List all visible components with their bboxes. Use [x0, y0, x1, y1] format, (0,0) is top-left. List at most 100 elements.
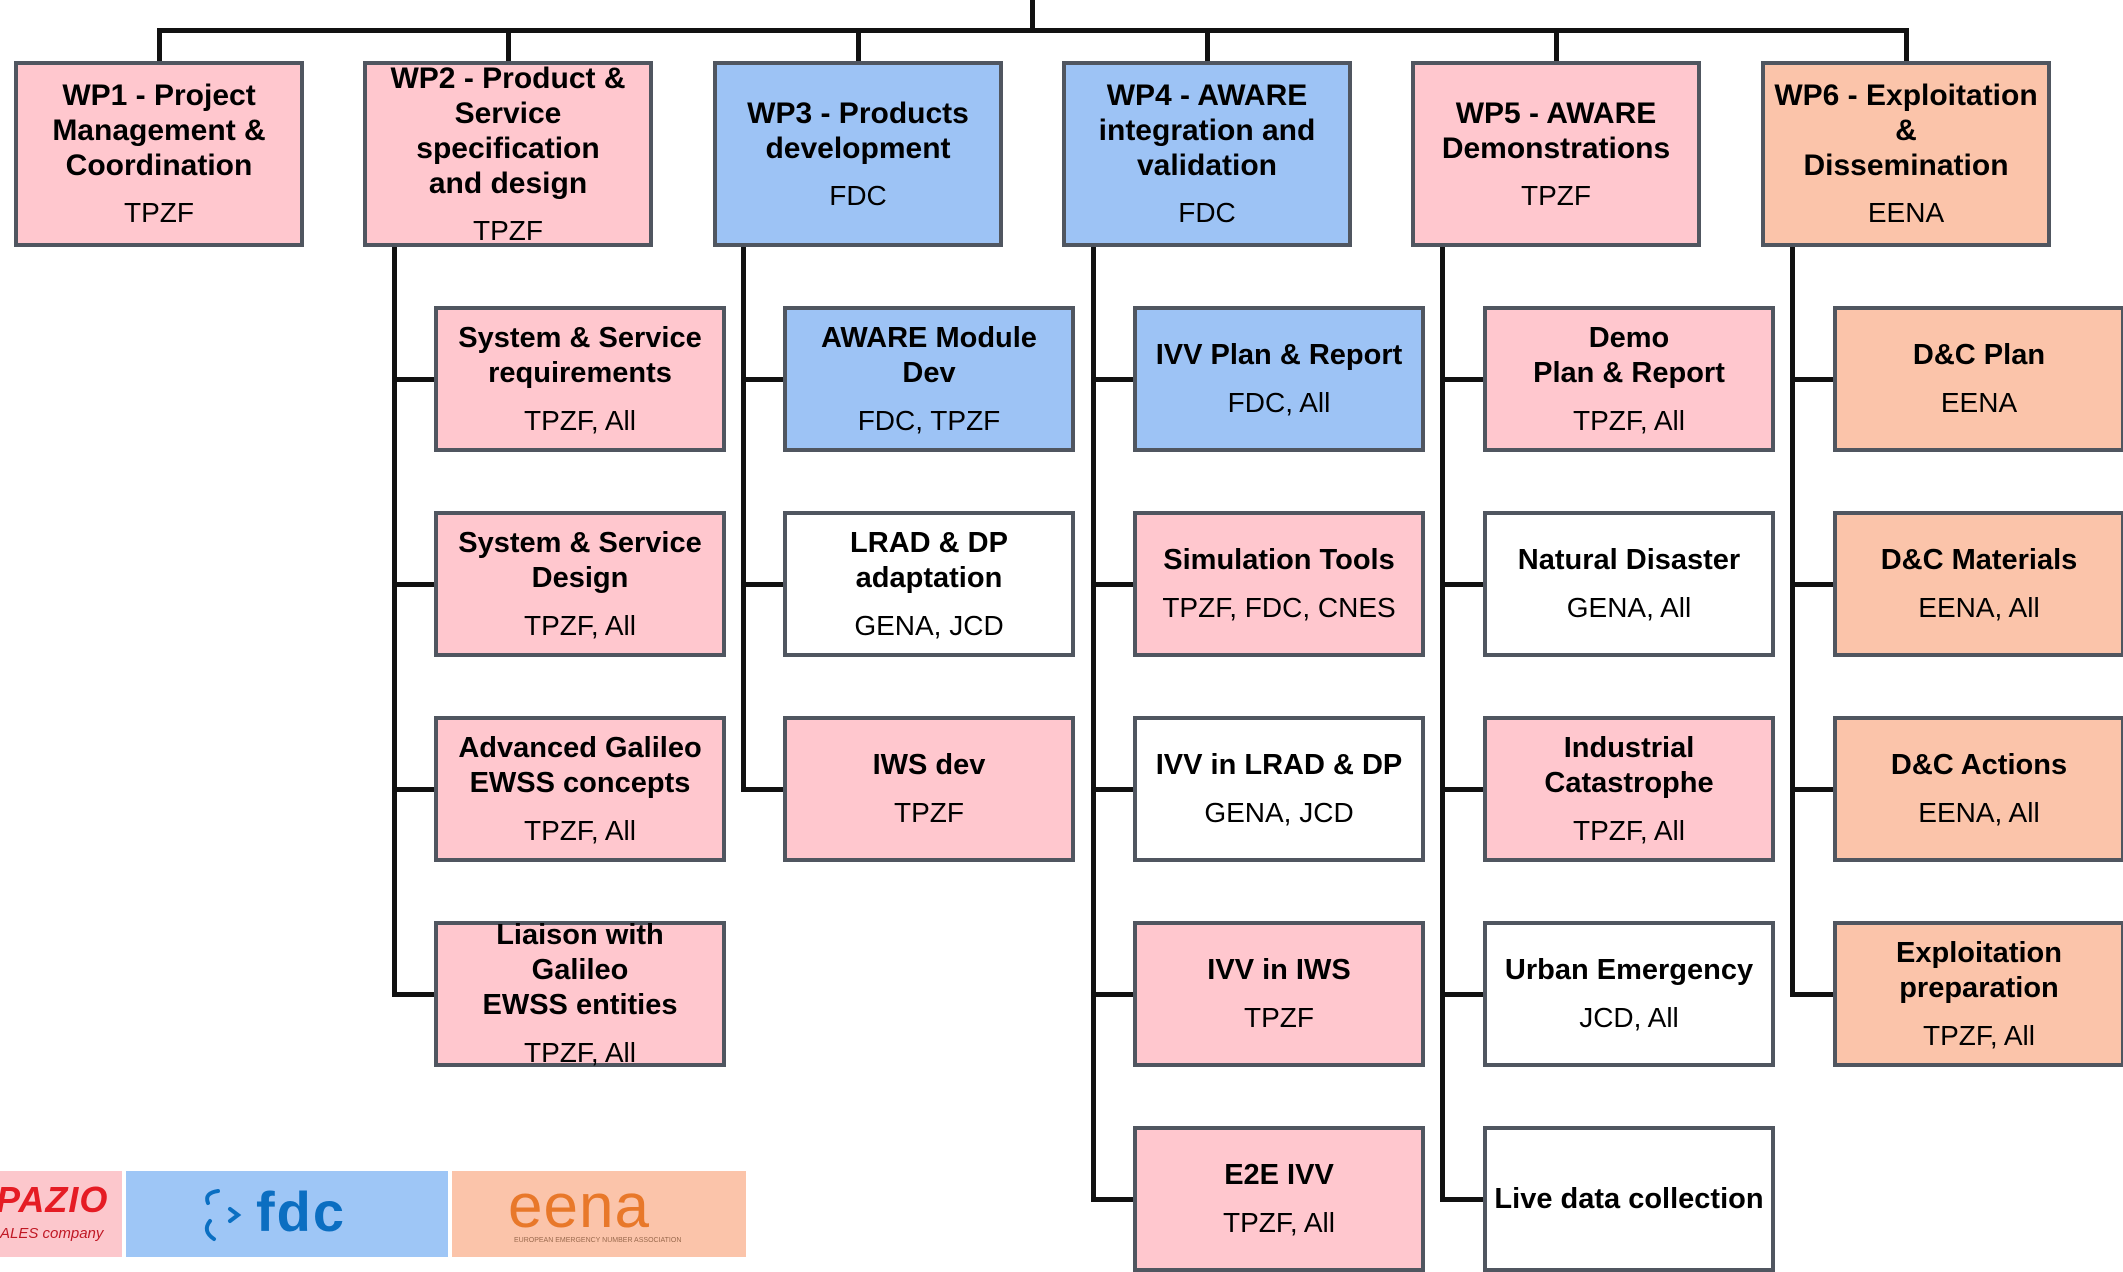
wp4-box-title: WP4 - AWARE integration and validation [1098, 79, 1316, 182]
wp6-task-box-owner: TPZF, All [1922, 1019, 2035, 1051]
wp5-task-box-title: Industrial Catastrophe [1544, 731, 1714, 799]
wp6-task2-connector [1790, 582, 1835, 587]
wp1-box-owner: TPZF [124, 197, 194, 228]
root-stem [1030, 0, 1035, 30]
wp6-task-box-title: Exploitation preparation [1896, 936, 2062, 1004]
wp3-task-box-title: IWS dev [872, 749, 986, 781]
wp3-task-box-title: LRAD & DP adaptation [850, 526, 1008, 594]
wp5-task4-connector [1440, 992, 1485, 997]
wp3-task-box-owner: GENA, JCD [854, 609, 1004, 641]
wp4-task-box-owner: TPZF, All [1222, 1207, 1335, 1238]
wp6-task-box-title: D&C Actions [1890, 749, 2068, 781]
wp2-task4-connector [392, 992, 436, 997]
wp2-task1-connector [392, 377, 436, 382]
wp3-task-box-owner: TPZF [894, 797, 964, 828]
wp5-drop [1554, 28, 1559, 63]
wp6-task-box-owner: EENA, All [1918, 592, 2040, 623]
wp4-task2-connector [1091, 582, 1135, 587]
wp6-task-box-owner: EENA [1940, 387, 2018, 418]
wp6-task1-connector [1790, 377, 1835, 382]
wp2-drop [506, 28, 511, 63]
telespazio-logo-subtext: THALES company [0, 1225, 104, 1242]
wp2-box: WP2 - Product & Service specification an… [363, 61, 653, 247]
wp5-task-box-owner: TPZF, All [1572, 404, 1685, 436]
telespazio-logo-text: PAZIO [0, 1179, 109, 1220]
wp3-box-title: WP3 - Products development [747, 96, 969, 165]
wp4-task-box-owner: TPZF, FDC, CNES [1162, 592, 1396, 623]
fdc-logo-text: fdc [256, 1180, 346, 1243]
wp2-bus [392, 247, 397, 996]
wp4-drop [1205, 28, 1210, 63]
wp2-box-owner: TPZF [473, 214, 543, 246]
eena-logo-text: eena [508, 1172, 650, 1241]
eena-logo-subtext: EUROPEAN EMERGENCY NUMBER ASSOCIATION [514, 1237, 682, 1244]
wp2-task-box-owner: TPZF, All [523, 1037, 636, 1068]
wp2-task-box-title: Advanced Galileo EWSS concepts [458, 731, 702, 799]
wp2-task-box-title: System & Service requirements [458, 321, 702, 389]
wp5-task-box-owner: GENA, All [1566, 592, 1692, 623]
wp5-task-box-title: Demo Plan & Report [1533, 321, 1725, 389]
wp4-task-box-title: Simulation Tools [1163, 544, 1395, 576]
wp6-task-box-owner: EENA, All [1918, 797, 2040, 828]
wp4-task-box-owner: GENA, JCD [1204, 797, 1354, 828]
wp6-task3-connector [1790, 787, 1835, 792]
wp6-task-box-title: D&C Materials [1880, 544, 2078, 576]
wp5-task1-connector [1440, 377, 1485, 382]
wp4-task1-connector [1091, 377, 1135, 382]
wp5-bus [1440, 247, 1445, 1201]
top-bus [157, 28, 1908, 33]
wp3-task-box-title: AWARE Module Dev [821, 321, 1037, 389]
wp2-task-box-owner: TPZF, All [523, 814, 636, 846]
telespazio-logo: PAZIO THALES company [0, 1171, 122, 1257]
wp1-box-title: WP1 - Project Management & Coordination [52, 79, 266, 182]
fdc-logo: fdc [126, 1171, 448, 1257]
wp4-task-box-title: E2E IVV [1224, 1159, 1334, 1191]
wp5-task-box-owner: TPZF, All [1572, 814, 1685, 846]
wp3-box-owner: FDC [829, 179, 887, 211]
wp2-task-box-title: System & Service Design [458, 526, 702, 594]
wp5-task3-connector [1440, 787, 1485, 792]
wp2-task2-connector [392, 582, 436, 587]
wp6-box-owner: EENA [1867, 197, 1945, 228]
wp2-task-box-title: Liaison with Galileo EWSS entities [482, 919, 678, 1021]
wp5-task5-connector [1440, 1197, 1485, 1202]
wp3-task2-connector [741, 582, 785, 587]
wp1-drop [157, 28, 162, 63]
wp5-task2-connector [1440, 582, 1485, 587]
wp5-task-box: Live data collection [1483, 1126, 1775, 1272]
wp3-drop [856, 28, 861, 63]
wp6-box-title: WP6 - Exploitation & Dissemination [1774, 79, 2038, 182]
wp5-box-owner: TPZF [1521, 179, 1591, 211]
wp2-box-title: WP2 - Product & Service specification an… [390, 61, 626, 200]
wp5-box-title: WP5 - AWARE Demonstrations [1441, 96, 1671, 165]
wp5-task-box-title: Live data collection [1494, 1182, 1764, 1215]
wp2-task-box-owner: TPZF, All [523, 609, 636, 641]
wp6-task-box-title: D&C Plan [1912, 339, 2046, 371]
wp4-task-box-owner: TPZF [1244, 1002, 1314, 1033]
wp3-bus [741, 247, 746, 790]
wp4-task-box-owner: FDC, All [1227, 387, 1331, 418]
